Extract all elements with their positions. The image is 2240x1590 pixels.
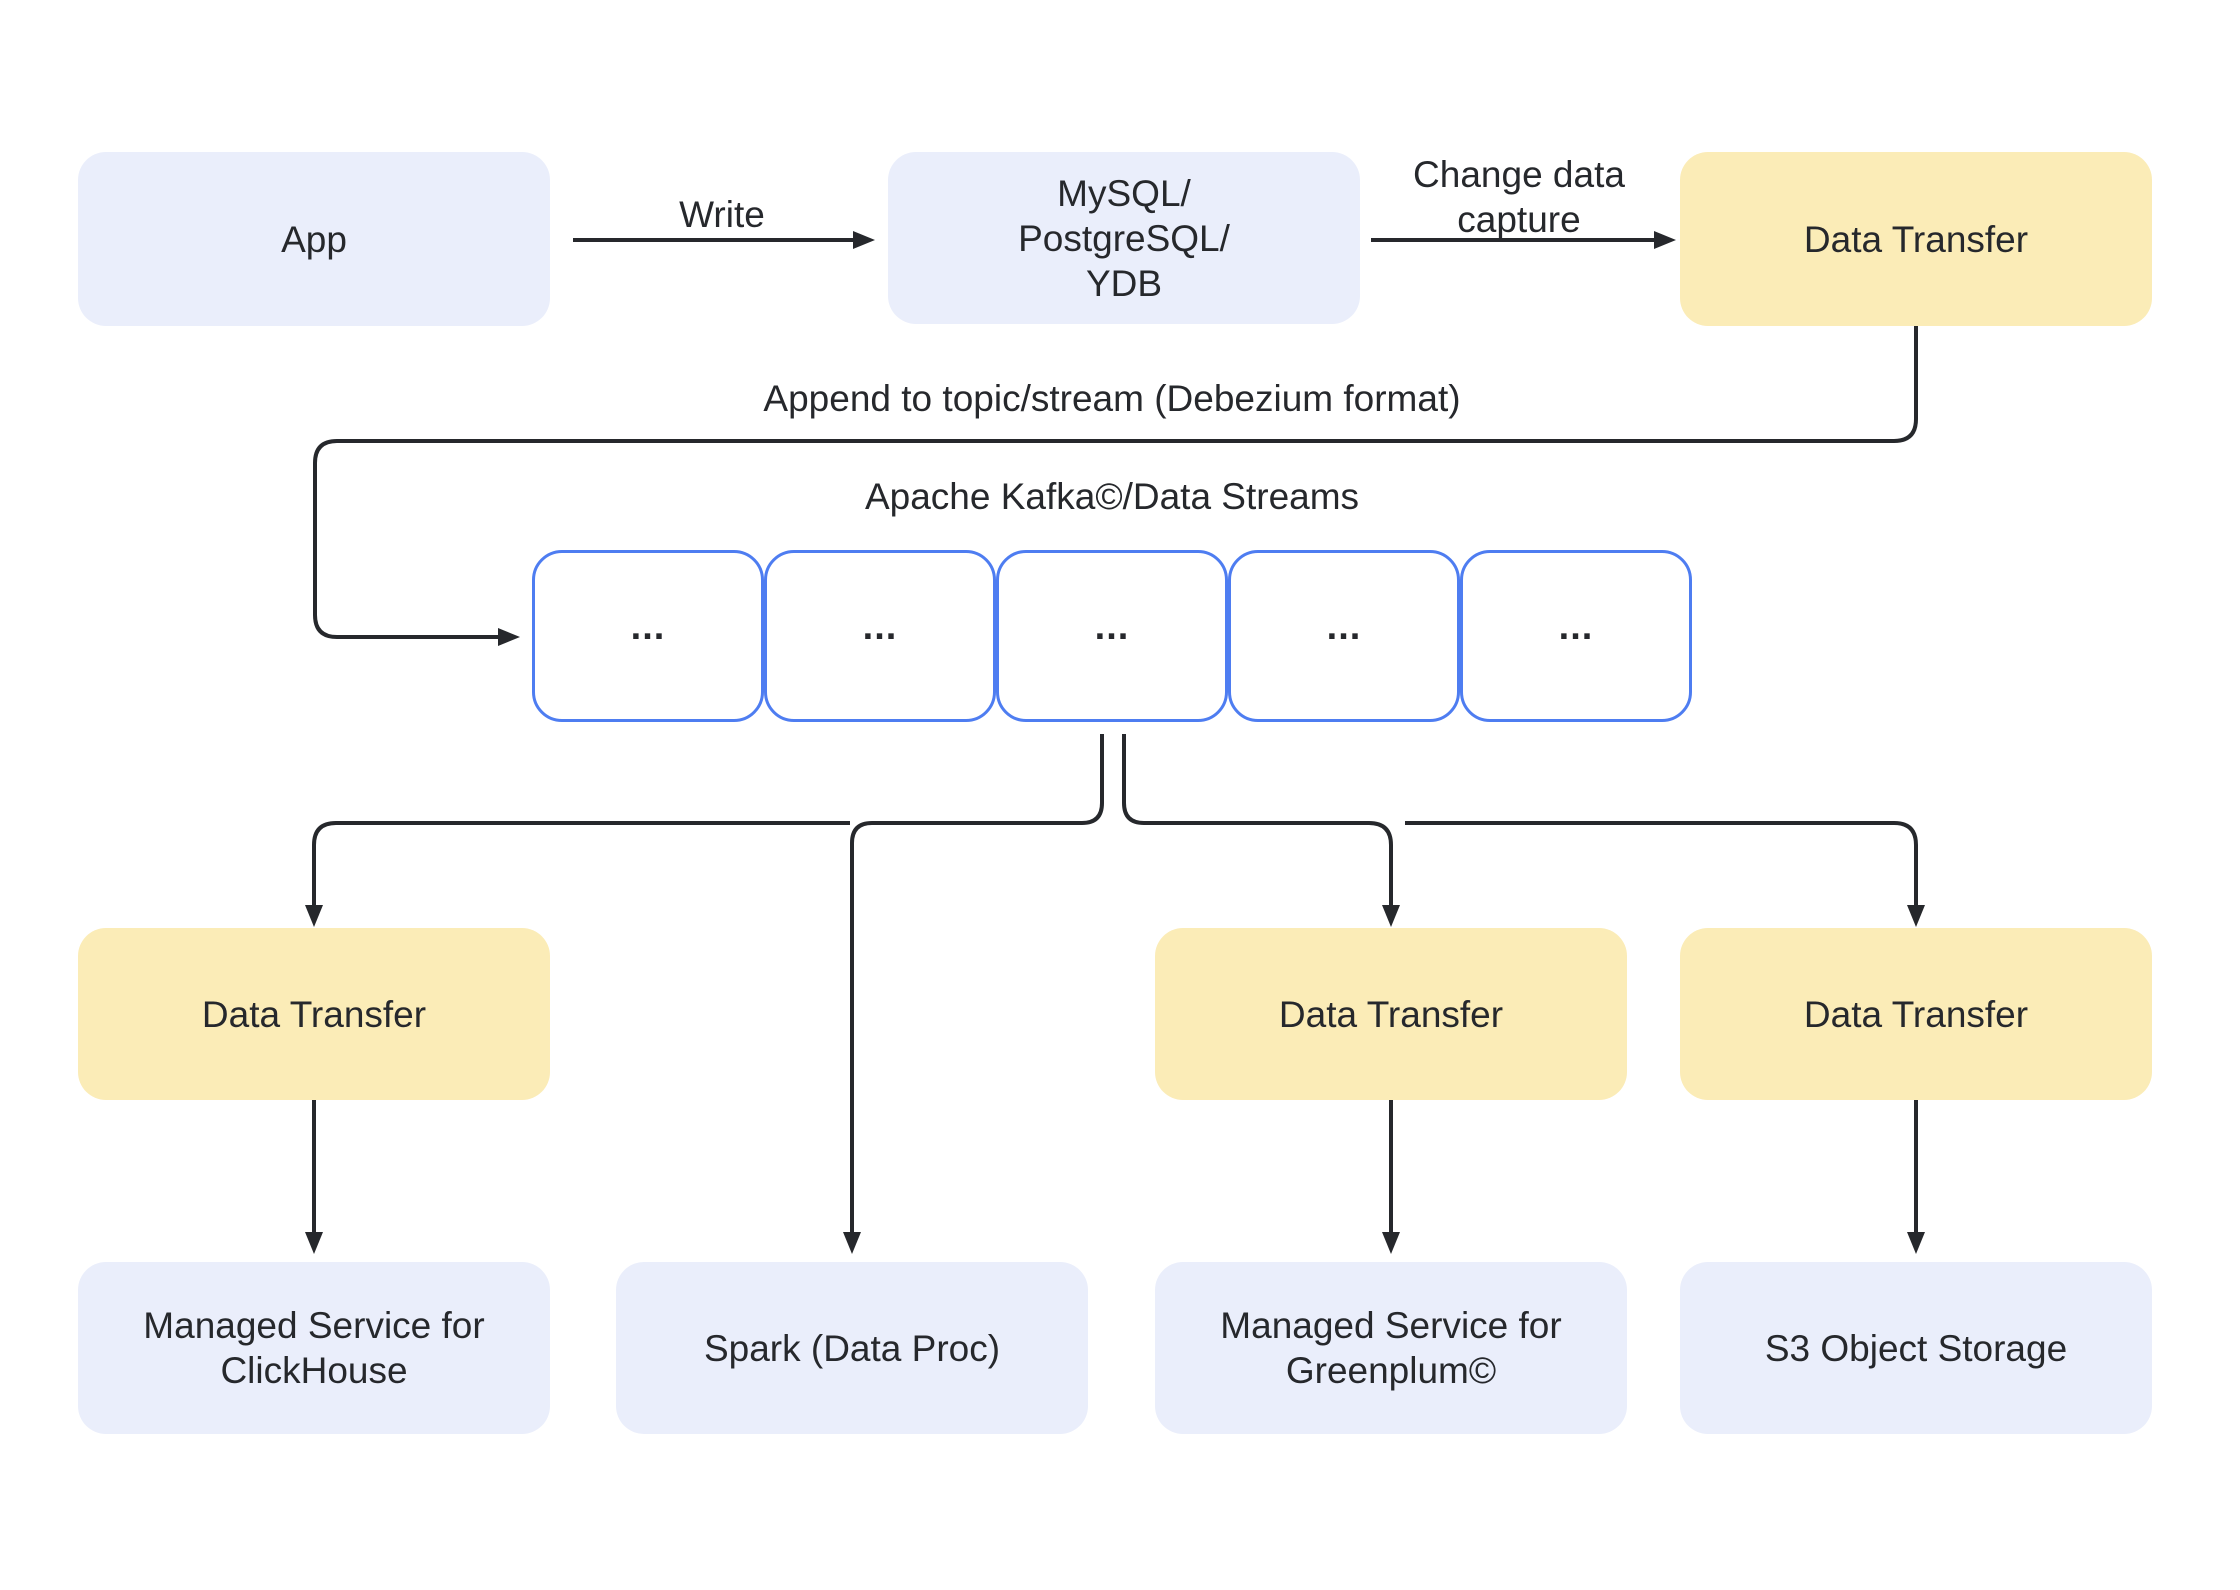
node-s3-label: S3 Object Storage	[1764, 1327, 2068, 1369]
node-app: App	[78, 152, 550, 326]
node-greenplum: Managed Service for Greenplum©	[1155, 1262, 1627, 1434]
kafka-partition-dots: ...	[1558, 605, 1594, 648]
node-clickhouse: Managed Service for ClickHouse	[78, 1262, 550, 1434]
node-spark: Spark (Data Proc)	[616, 1262, 1088, 1434]
arrow-data-transfer-to-greenplum	[1382, 1100, 1400, 1254]
kafka-partition: ...	[996, 550, 1228, 722]
arrow-kafka-to-data-transfer-clickhouse	[305, 821, 850, 927]
kafka-partition: ...	[1228, 550, 1460, 722]
arrow-data-transfer-to-s3	[1907, 1100, 1925, 1254]
arrow-kafka-to-data-transfer-greenplum	[1122, 734, 1400, 927]
node-spark-label: Spark (Data Proc)	[703, 1327, 1001, 1369]
kafka-partition: ...	[532, 550, 764, 722]
kafka-title: Apache Kafka©/Data Streams	[864, 476, 1360, 517]
node-app-label: App	[281, 218, 347, 260]
kafka-partition-dots: ...	[1094, 605, 1130, 648]
kafka-partition-dots: ...	[1326, 605, 1362, 648]
arrow-data-transfer-to-clickhouse	[305, 1100, 323, 1254]
kafka-partition-dots: ...	[630, 605, 666, 648]
node-data-transfer-s3: Data Transfer	[1680, 928, 2152, 1100]
edge-label-append-to-topic: Append to topic/stream (Debezium format)	[763, 378, 1461, 419]
node-data-transfer-s3-label: Data Transfer	[1803, 993, 2029, 1035]
edge-label-change-data-capture: Change data capture	[1413, 154, 1625, 240]
node-s3: S3 Object Storage	[1680, 1262, 2152, 1434]
node-data-transfer-greenplum: Data Transfer	[1155, 928, 1627, 1100]
node-data-transfer-clickhouse: Data Transfer	[78, 928, 550, 1100]
arrow-kafka-to-data-transfer-s3	[1405, 821, 1925, 927]
node-data-transfer-cdc-label: Data Transfer	[1803, 218, 2029, 260]
kafka-partition: ...	[764, 550, 996, 722]
node-greenplum-label: Managed Service for Greenplum©	[1220, 1305, 1562, 1391]
kafka-partition: ...	[1460, 550, 1692, 722]
node-data-transfer-greenplum-label: Data Transfer	[1278, 993, 1504, 1035]
node-source-db-label: MySQL/ PostgreSQL/ YDB	[1018, 172, 1230, 304]
kafka-partition-dots: ...	[862, 605, 898, 648]
node-data-transfer-cdc: Data Transfer	[1680, 152, 2152, 326]
node-source-db: MySQL/ PostgreSQL/ YDB	[888, 152, 1360, 324]
edge-label-write: Write	[679, 194, 765, 235]
arrow-kafka-to-spark	[843, 734, 1104, 1254]
node-clickhouse-label: Managed Service for ClickHouse	[143, 1305, 485, 1391]
node-data-transfer-clickhouse-label: Data Transfer	[201, 993, 427, 1035]
